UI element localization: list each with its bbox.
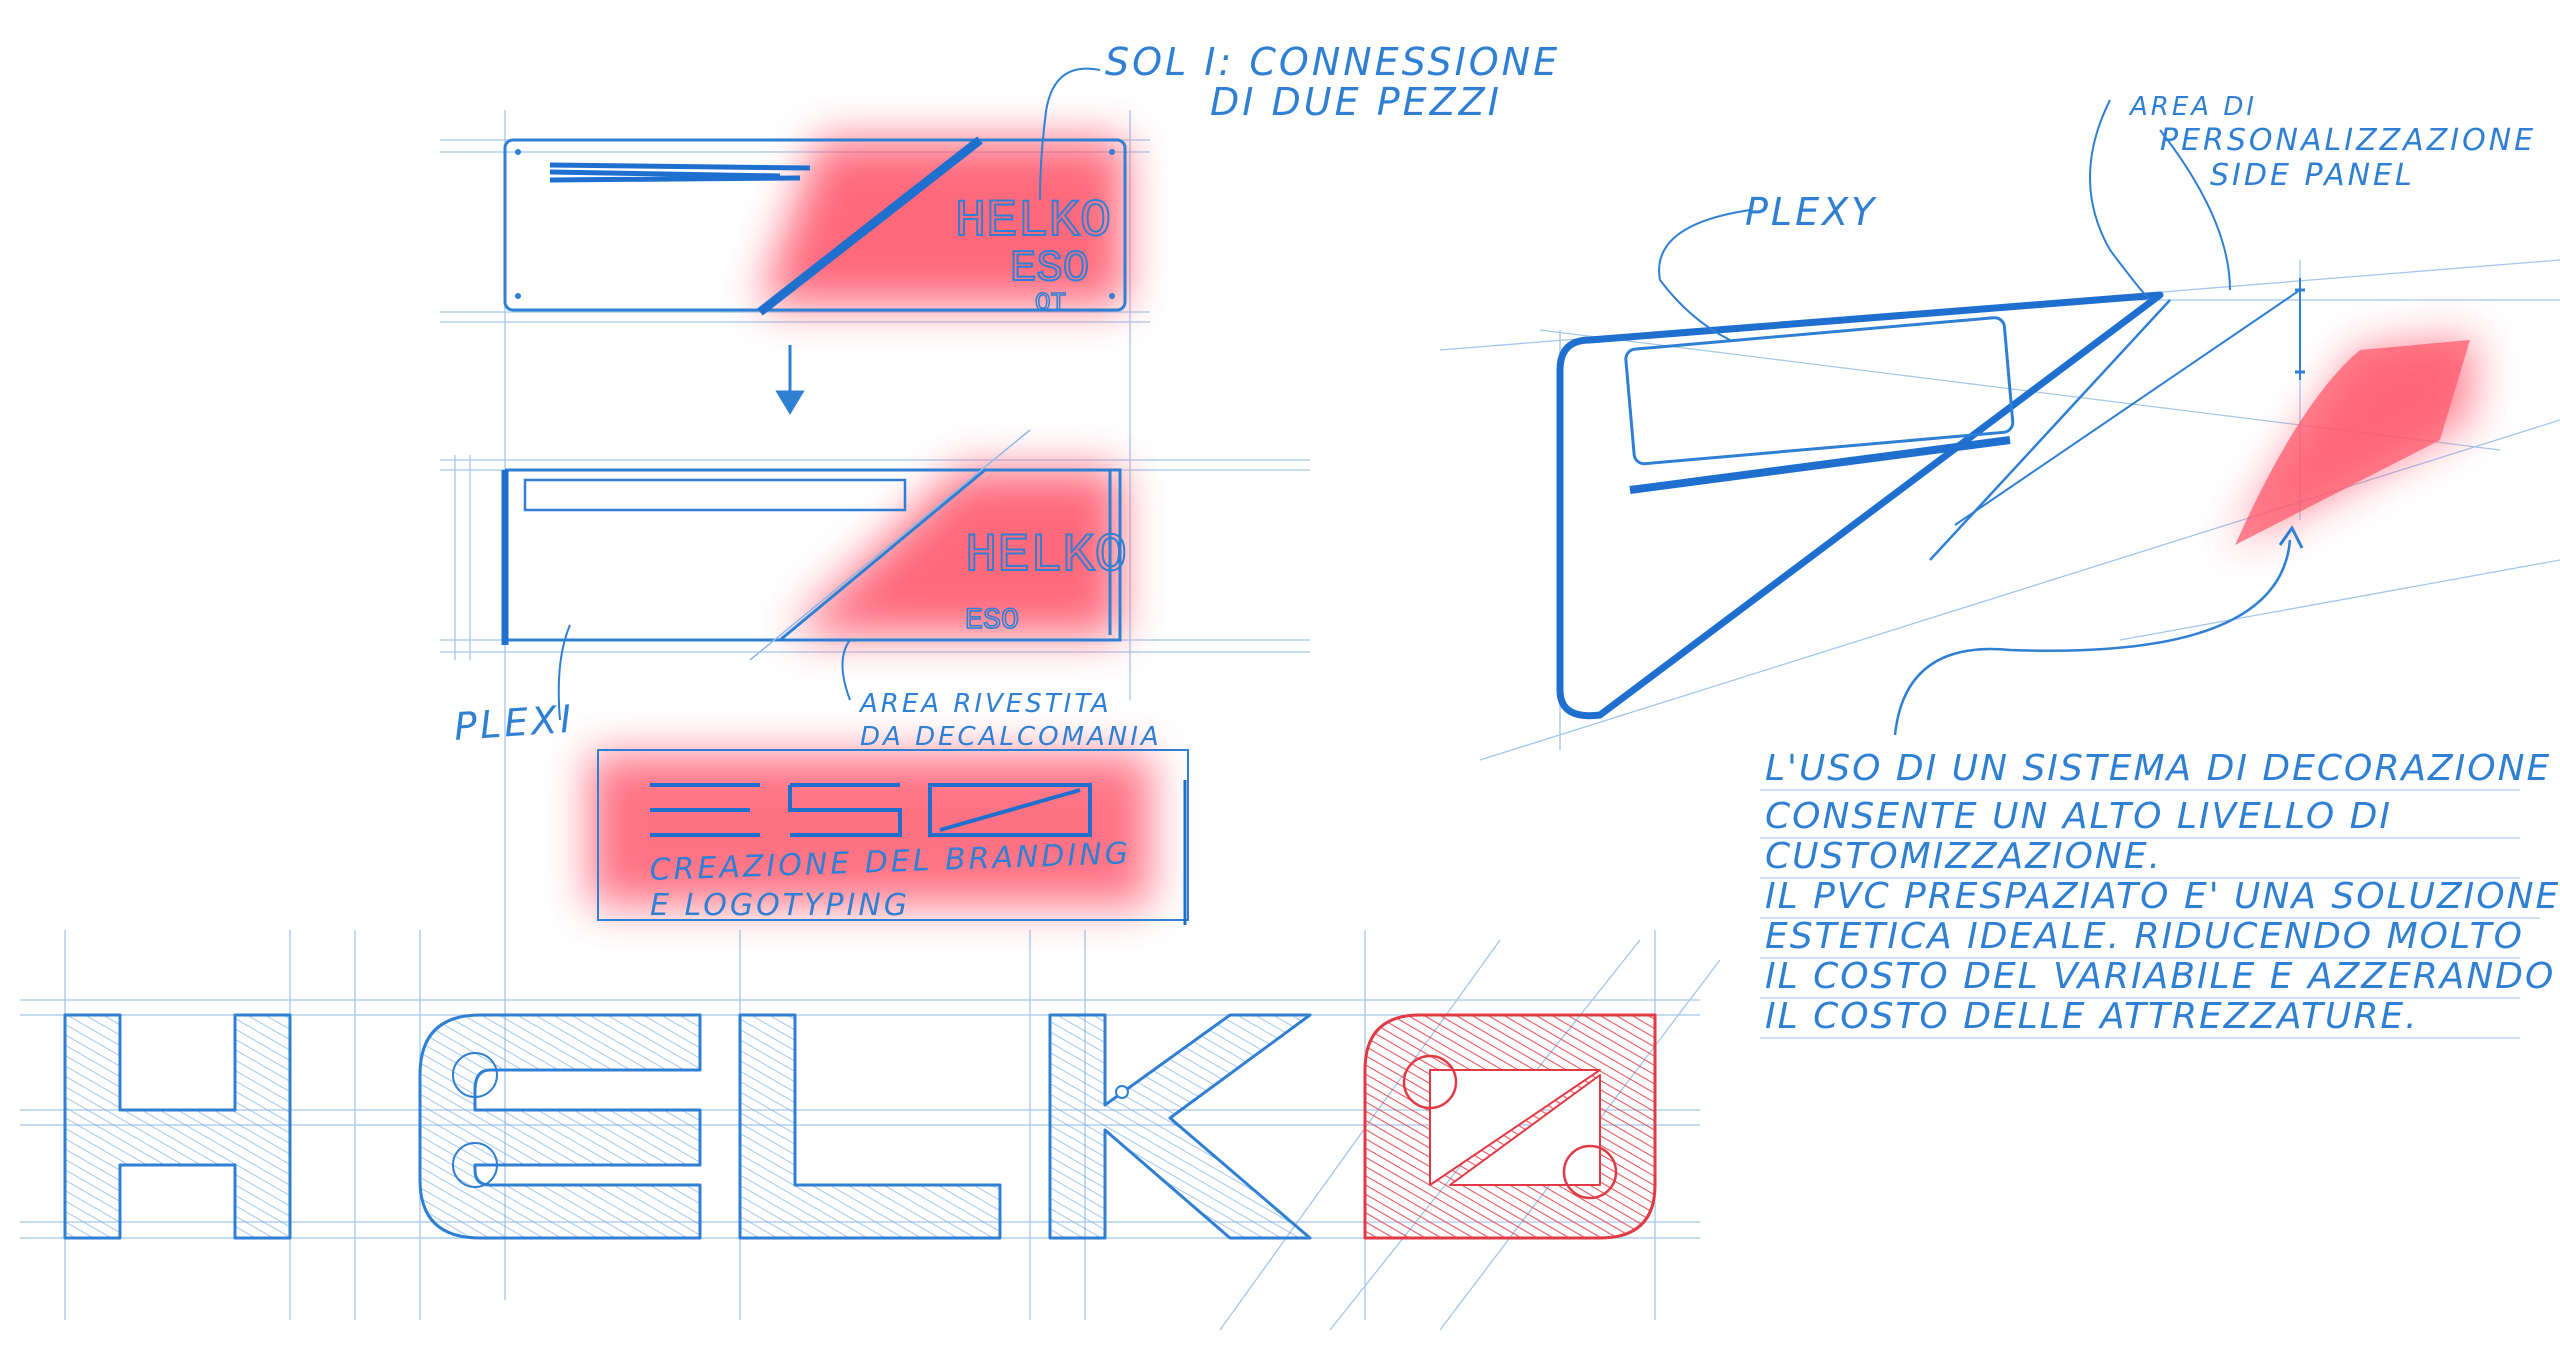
logo-letter-l xyxy=(738,1013,1002,1240)
panel-top-sketch: HELKO ESO OT xyxy=(503,136,1127,319)
sol-line-1: SOL I: CONNESSIONE xyxy=(1105,40,1560,84)
area-pers-line-2: PERSONALIZZAZIONE xyxy=(2160,123,2536,158)
panel-middle-sketch: HELKO ESO xyxy=(501,429,1128,661)
logo-letter-e xyxy=(418,1013,702,1240)
para-line-7: IL COSTO DELLE ATTREZZATURE. xyxy=(1765,996,2419,1037)
area-pers-line-1: AREA DI xyxy=(2128,92,2257,122)
plexi-annotation: PLEXI xyxy=(453,624,576,749)
plexy-label: PLEXY xyxy=(1745,190,1877,234)
side-panel-sketch xyxy=(1556,278,2475,720)
panel-middle-series: ESO xyxy=(965,604,1019,638)
area-personalizzazione-annotation: AREA DI PERSONALIZZAZIONE SIDE PANEL xyxy=(2089,92,2536,301)
helko-logo-large xyxy=(63,1013,1657,1240)
area-rivestita-line-1: AREA RIVESTITA xyxy=(858,689,1112,719)
logo-letter-o-red xyxy=(1363,1013,1657,1240)
sol-annotation: SOL I: CONNESSIONE DI DUE PEZZI xyxy=(1039,40,1560,201)
plexy-annotation: PLEXY xyxy=(1658,190,1877,341)
arrow-down-icon xyxy=(775,345,805,415)
curved-pointer xyxy=(1893,539,2292,736)
construction-lines xyxy=(20,110,2560,1331)
branding-line-2: E LOGOTYPING xyxy=(650,888,910,923)
para-line-3: CUSTOMIZZAZIONE. xyxy=(1765,836,2162,877)
para-line-4: IL PVC PRESPAZIATO E' UNA SOLUZIONE xyxy=(1765,876,2560,917)
branding-box: CREAZIONE DEL BRANDING E LOGOTYPING xyxy=(590,749,1189,925)
area-pers-line-3: SIDE PANEL xyxy=(2210,158,2415,193)
area-rivestita-line-2: DA DECALCOMANIA xyxy=(860,722,1162,752)
plexi-label: PLEXI xyxy=(453,697,576,749)
para-line-5: ESTETICA IDEALE. RIDUCENDO MOLTO xyxy=(1765,916,2524,957)
panel-top-series: ESO xyxy=(1010,244,1089,294)
sol-line-2: DI DUE PEZZI xyxy=(1210,80,1502,124)
para-line-1: L'USO DI UN SISTEMA DI DECORAZIONE xyxy=(1765,748,2551,789)
para-line-2: CONSENTE UN ALTO LIVELLO DI xyxy=(1765,796,2392,837)
logo-letter-k xyxy=(1048,1013,1312,1240)
para-line-6: IL COSTO DEL VARIABILE E AZZERANDO xyxy=(1765,956,2555,997)
logo-letter-h xyxy=(63,1013,292,1240)
description-paragraph: L'USO DI UN SISTEMA DI DECORAZIONE CONSE… xyxy=(1760,748,2560,1039)
panel-top-small: OT xyxy=(1035,288,1066,318)
area-rivestita-annotation: AREA RIVESTITA DA DECALCOMANIA xyxy=(841,639,1162,752)
panel-middle-logo: HELKO xyxy=(965,526,1127,587)
panel-top-logo: HELKO xyxy=(955,192,1111,251)
